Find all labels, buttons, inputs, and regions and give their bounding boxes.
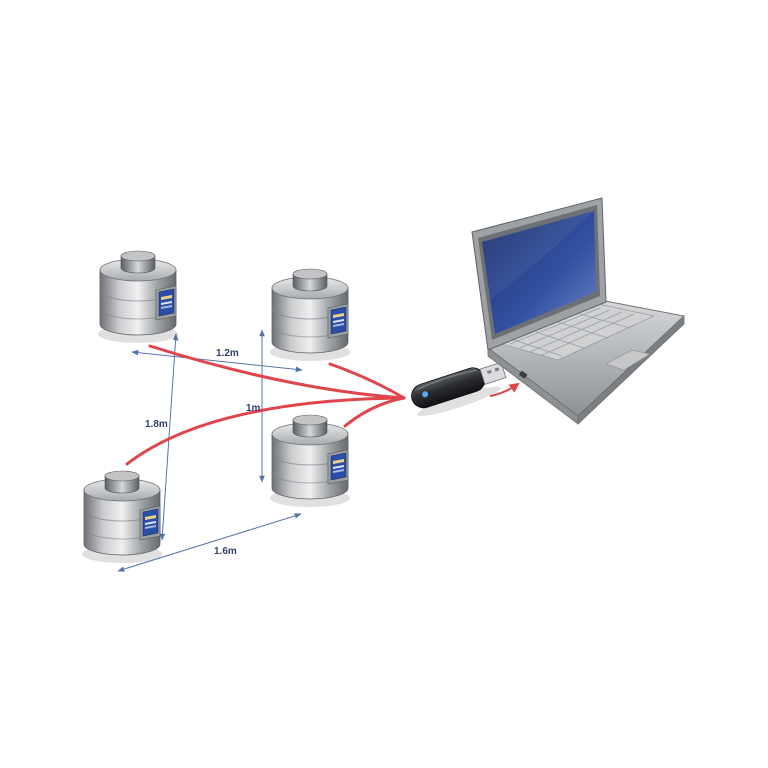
load-cell-1 [97, 250, 179, 344]
load-cell-4 [269, 414, 351, 508]
keyboard-keys [509, 307, 635, 357]
usb-dongle-icon [411, 361, 507, 416]
laptop-screen [482, 211, 596, 334]
dimension-lines [117, 329, 303, 572]
dimension-line-left [159, 333, 179, 541]
laptop-icon [471, 197, 686, 425]
signal-paths [125, 344, 520, 466]
signal-path-sensor-1 [148, 344, 406, 400]
dimension-line-bottom [117, 513, 302, 572]
dimension-label-bottom: 1.6m [214, 546, 237, 557]
signal-path-sensor-2 [328, 362, 406, 400]
signal-path-sensor-3 [125, 396, 406, 466]
touchpad [605, 349, 651, 371]
dimension-label-middle: 1m [246, 403, 261, 414]
load-cell-3 [81, 470, 163, 564]
usb-port [518, 370, 528, 379]
dimension-label-left: 1.8m [145, 419, 168, 430]
signal-path-usb-to-laptop [490, 382, 520, 397]
load-cell-2 [269, 268, 351, 362]
signal-path-sensor-4 [343, 396, 406, 428]
dimension-label-top: 1.2m [216, 348, 239, 359]
